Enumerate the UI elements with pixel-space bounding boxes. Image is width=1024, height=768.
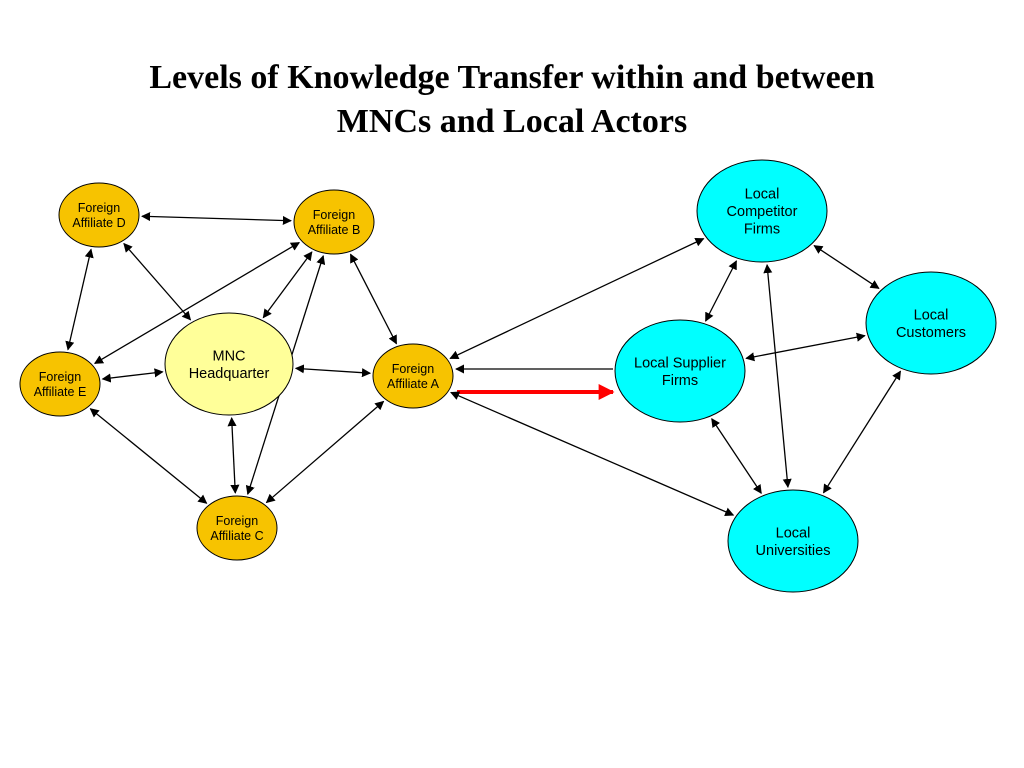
node-label-line: Firms bbox=[744, 221, 780, 237]
edge-lsf-lu bbox=[711, 417, 762, 495]
edge-lc-lu bbox=[822, 370, 902, 494]
node-shape bbox=[164, 312, 294, 416]
node-shape bbox=[196, 495, 278, 561]
node-label-line: Headquarter bbox=[189, 366, 270, 382]
edge-fae-hq bbox=[101, 368, 164, 383]
node-label-line: Affiliate A bbox=[387, 377, 440, 391]
node-label-line: Affiliate E bbox=[34, 385, 87, 399]
node-label-line: Customers bbox=[896, 325, 966, 341]
edge-fae-fac bbox=[89, 408, 208, 504]
edge-faa-lcf bbox=[449, 237, 705, 360]
node-label-line: Local bbox=[745, 187, 780, 203]
node-label-line: Competitor bbox=[727, 204, 798, 220]
node-label-line: Foreign bbox=[392, 362, 434, 376]
node-shape bbox=[614, 319, 746, 423]
node-label-line: Foreign bbox=[216, 514, 258, 528]
node-shape bbox=[58, 182, 140, 248]
node-label-line: Foreign bbox=[313, 208, 355, 222]
node-shape bbox=[293, 189, 375, 255]
edge-hq-faa bbox=[294, 364, 372, 378]
node-label-line: Affiliate D bbox=[72, 216, 125, 230]
node-label-line: Local bbox=[914, 307, 949, 323]
title-line-1: Levels of Knowledge Transfer within and … bbox=[149, 59, 875, 96]
title-line-2: MNCs and Local Actors bbox=[336, 103, 688, 140]
edge-lcf-lu bbox=[763, 263, 792, 489]
edge-fac-faa bbox=[265, 400, 385, 504]
edge-fab-faa bbox=[349, 253, 398, 345]
edge-fad-fab bbox=[141, 211, 292, 226]
node-label-line: Local Supplier bbox=[634, 355, 726, 371]
edge-lcf-lc bbox=[813, 245, 880, 289]
node-shape bbox=[19, 351, 101, 417]
edge-hq-fac bbox=[227, 417, 240, 494]
node-shape bbox=[865, 271, 997, 375]
node-label-line: Foreign bbox=[78, 201, 120, 215]
edge-lcf-lsf bbox=[705, 260, 737, 322]
edge-fad-hq bbox=[123, 242, 192, 321]
node-label-line: Affiliate C bbox=[210, 529, 263, 543]
node-shape bbox=[372, 343, 454, 409]
edge-faa-lu bbox=[450, 391, 735, 517]
edge-lc-lsf bbox=[745, 332, 866, 362]
edge-fab-hq bbox=[262, 251, 313, 319]
node-label-line: Affiliate B bbox=[308, 223, 361, 237]
node-label-line: Firms bbox=[662, 373, 698, 389]
node-hq: MNC Headquarter bbox=[164, 312, 294, 416]
node-label-line: MNC bbox=[212, 348, 245, 364]
node-label-line: Universities bbox=[756, 543, 831, 559]
edges-layer bbox=[65, 211, 902, 517]
node-shape bbox=[727, 489, 859, 593]
node-label-line: Local bbox=[776, 525, 811, 541]
edge-fad-fae bbox=[65, 248, 94, 351]
node-label-line: Foreign bbox=[39, 370, 81, 384]
node-shape bbox=[696, 159, 828, 263]
page-title: Levels of Knowledge Transfer within and … bbox=[0, 56, 1024, 144]
